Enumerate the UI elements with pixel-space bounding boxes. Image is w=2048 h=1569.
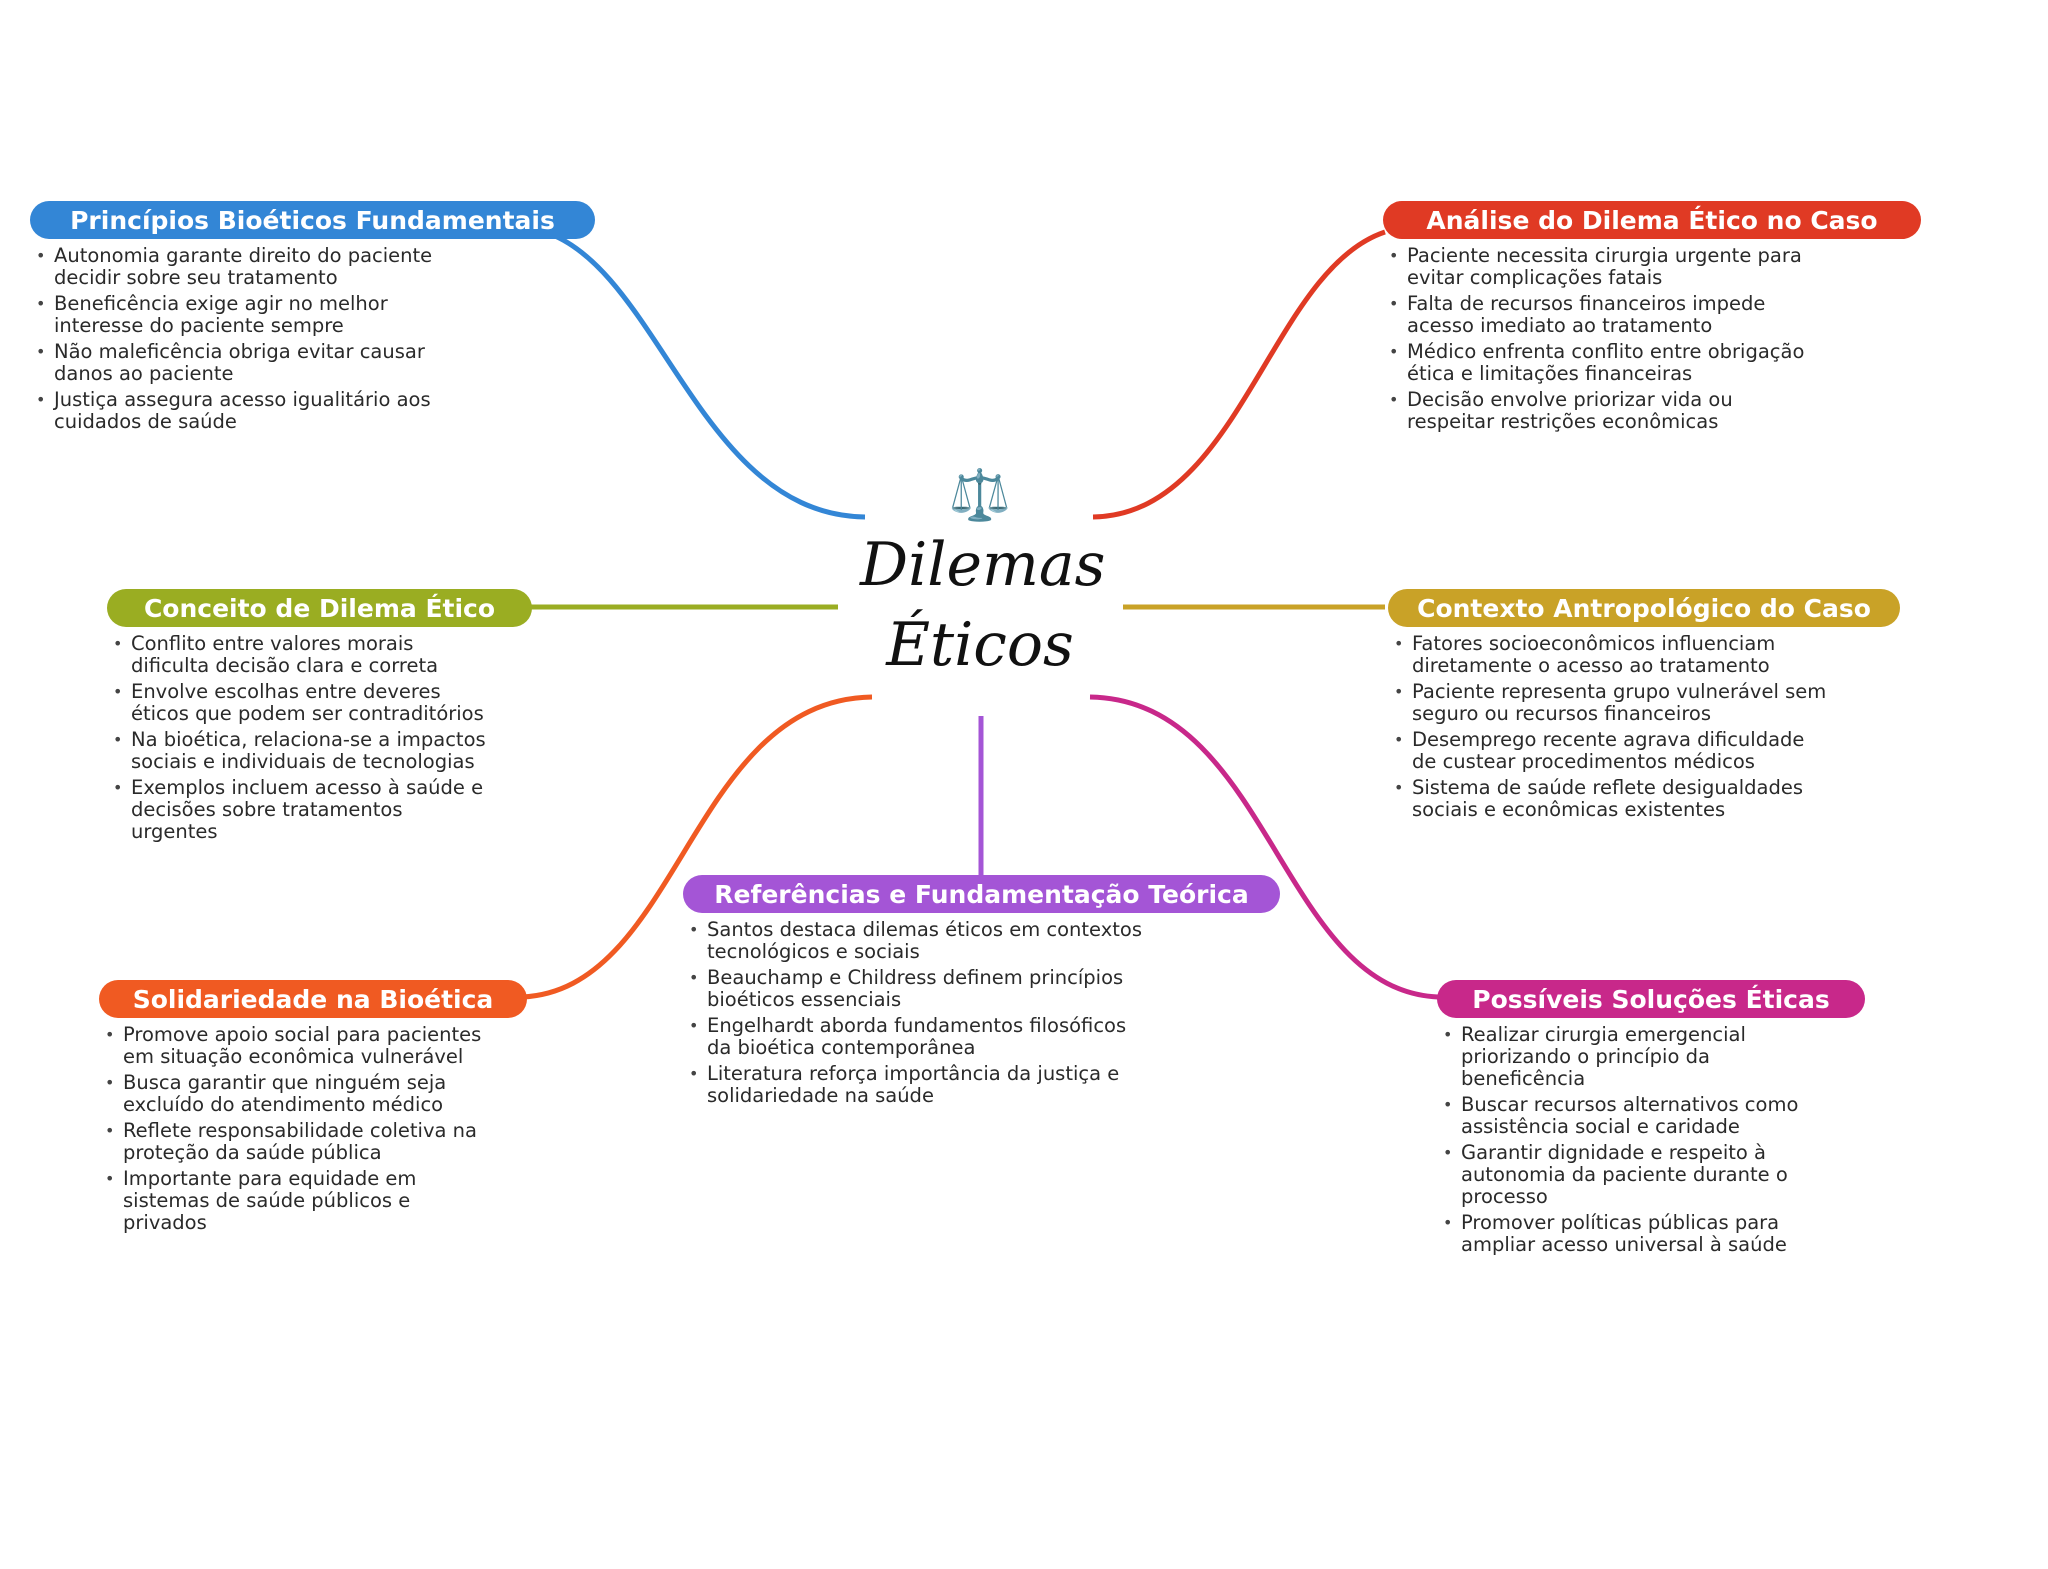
list-item: Conflito entre valores morais dificulta …	[107, 633, 492, 677]
branch-title[interactable]: Possíveis Soluções Éticas	[1437, 980, 1865, 1018]
list-item: Sistema de saúde reflete desigualdades s…	[1388, 777, 1828, 821]
branch-solucoes-eticas: Possíveis Soluções Éticas Realizar cirur…	[1437, 980, 1865, 1260]
list-item: Paciente necessita cirurgia urgente para…	[1383, 245, 1823, 289]
branch-contexto-antropologico: Contexto Antropológico do Caso Fatores s…	[1388, 589, 1900, 825]
branch-conceito-dilema: Conceito de Dilema Ético Conflito entre …	[107, 589, 532, 847]
bullet-list: Promove apoio social para pacientes em s…	[99, 1024, 484, 1234]
list-item: Beneficência exige agir no melhor intere…	[30, 293, 470, 337]
list-item: Exemplos incluem acesso à saúde e decisõ…	[107, 777, 492, 843]
connector-solucoes	[1089, 694, 1439, 1000]
list-item: Paciente representa grupo vulnerável sem…	[1388, 681, 1828, 725]
list-item: Literatura reforça importância da justiç…	[683, 1063, 1153, 1107]
central-title-line-2: Éticos	[886, 610, 1074, 680]
list-item: Justiça assegura acesso igualitário aos …	[30, 389, 470, 433]
branch-title[interactable]: Análise do Dilema Ético no Caso	[1383, 201, 1921, 239]
connector-analise	[1092, 229, 1386, 520]
list-item: Não maleficência obriga evitar causar da…	[30, 341, 470, 385]
list-item: Santos destaca dilemas éticos em context…	[683, 919, 1153, 963]
list-item: Fatores socioeconômicos influenciam dire…	[1388, 633, 1828, 677]
list-item: Médico enfrenta conflito entre obrigação…	[1383, 341, 1823, 385]
central-title-line-1: Dilemas	[860, 530, 1106, 600]
list-item: Na bioética, relaciona-se a impactos soc…	[107, 729, 492, 773]
list-item: Desemprego recente agrava dificuldade de…	[1388, 729, 1828, 773]
list-item: Buscar recursos alternativos como assist…	[1437, 1094, 1837, 1138]
list-item: Beauchamp e Childress definem princípios…	[683, 967, 1153, 1011]
list-item: Realizar cirurgia emergencial priorizand…	[1437, 1024, 1837, 1090]
list-item: Falta de recursos financeiros impede ace…	[1383, 293, 1823, 337]
list-item: Promove apoio social para pacientes em s…	[99, 1024, 484, 1068]
bullet-list: Autonomia garante direito do paciente de…	[30, 245, 470, 433]
branch-title[interactable]: Contexto Antropológico do Caso	[1388, 589, 1900, 627]
bullet-list: Realizar cirurgia emergencial priorizand…	[1437, 1024, 1837, 1256]
branch-title[interactable]: Solidariedade na Bioética	[99, 980, 527, 1018]
list-item: Envolve escolhas entre deveres éticos qu…	[107, 681, 492, 725]
branch-referencias: Referências e Fundamentação Teórica Sant…	[683, 875, 1280, 1111]
list-item: Decisão envolve priorizar vida ou respei…	[1383, 389, 1823, 433]
bullet-list: Santos destaca dilemas éticos em context…	[683, 919, 1153, 1107]
bullet-list: Conflito entre valores morais dificulta …	[107, 633, 492, 843]
branch-title[interactable]: Conceito de Dilema Ético	[107, 589, 532, 627]
branch-analise-dilema: Análise do Dilema Ético no Caso Paciente…	[1383, 201, 1921, 437]
scales-icon: ⚖️	[948, 466, 1012, 524]
list-item: Engelhardt aborda fundamentos filosófico…	[683, 1015, 1153, 1059]
central-topic: ⚖️ Dilemas Éticos	[860, 465, 1106, 685]
list-item: Busca garantir que ninguém seja excluído…	[99, 1072, 484, 1116]
list-item: Garantir dignidade e respeito à autonomi…	[1437, 1142, 1837, 1208]
bullet-list: Paciente necessita cirurgia urgente para…	[1383, 245, 1823, 433]
branch-solidariedade: Solidariedade na Bioética Promove apoio …	[99, 980, 527, 1238]
list-item: Autonomia garante direito do paciente de…	[30, 245, 470, 289]
connector-principios	[544, 229, 866, 520]
bullet-list: Fatores socioeconômicos influenciam dire…	[1388, 633, 1828, 821]
list-item: Promover políticas públicas para ampliar…	[1437, 1212, 1837, 1256]
connector-solidariedade	[521, 694, 873, 1000]
branch-title[interactable]: Referências e Fundamentação Teórica	[683, 875, 1280, 913]
list-item: Reflete responsabilidade coletiva na pro…	[99, 1120, 484, 1164]
branch-principios-bioeticos: Princípios Bioéticos Fundamentais Autono…	[30, 201, 595, 437]
branch-title[interactable]: Princípios Bioéticos Fundamentais	[30, 201, 595, 239]
list-item: Importante para equidade em sistemas de …	[99, 1168, 484, 1234]
